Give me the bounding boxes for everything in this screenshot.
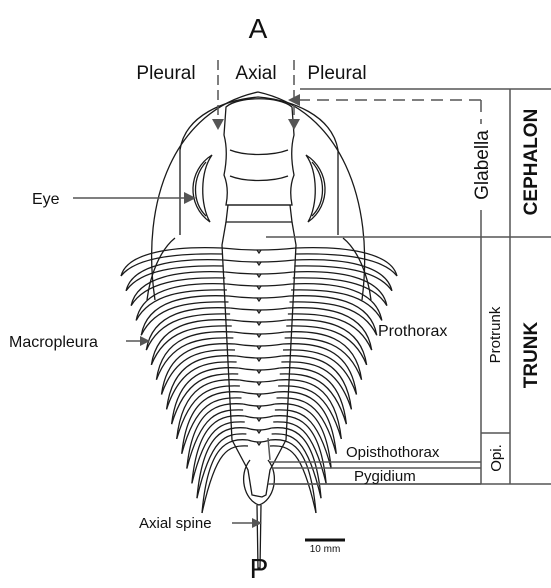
segment-line <box>224 260 295 262</box>
cephalic-shield <box>152 92 365 300</box>
segment-line <box>293 272 387 306</box>
segment-line <box>242 392 277 394</box>
segment-line <box>237 356 282 358</box>
glabellar-furrow <box>230 150 288 155</box>
macropleura-label: Macropleura <box>9 334 98 351</box>
segment-line <box>248 440 270 442</box>
axial-left-arrowhead <box>212 119 224 130</box>
segment-line <box>197 434 246 498</box>
segment-line <box>197 428 246 498</box>
cephalon-label: CEPHALON <box>521 109 542 216</box>
axial-right-arrowhead <box>288 119 300 130</box>
anterior-label: A <box>249 13 268 44</box>
axial-spine-label: Axial spine <box>139 515 212 532</box>
axial-label: Axial <box>235 63 276 84</box>
segment-line <box>245 416 274 418</box>
glabella-label: Glabella <box>472 130 493 200</box>
prothorax-label: Prothorax <box>378 323 447 340</box>
pygidium-label: Pygidium <box>354 468 416 485</box>
segment-line <box>283 350 357 395</box>
segment-line <box>230 308 288 310</box>
segment-line <box>270 440 316 513</box>
segment-line <box>243 404 275 406</box>
scale-bar-label: 10 mm <box>310 544 341 555</box>
segment-line <box>227 284 291 286</box>
opi-label: Opi. <box>488 444 505 472</box>
segment-line <box>272 434 321 498</box>
segment-line <box>202 440 248 513</box>
segment-line <box>225 272 293 274</box>
segment-line <box>222 248 296 250</box>
segment-line <box>232 320 287 322</box>
protrunk-label: Protrunk <box>487 306 504 363</box>
segment-line <box>121 254 222 276</box>
axial-lobe <box>222 222 296 497</box>
occipital-ring <box>226 205 292 222</box>
pleural-left-label: Pleural <box>136 63 195 84</box>
pleural-right-label: Pleural <box>307 63 366 84</box>
trunk-label: TRUNK <box>521 321 542 388</box>
segment-line <box>238 368 280 370</box>
segment-line <box>233 332 284 334</box>
segment-line <box>162 350 236 395</box>
tagmata-frame <box>266 89 551 484</box>
pygidium-shape <box>244 460 275 505</box>
opisthothorax-label: Opisthothorax <box>346 444 440 461</box>
segment-line <box>296 254 397 276</box>
glabellar-furrow <box>230 176 288 181</box>
opisthothorax-line <box>268 438 270 460</box>
eye-label: Eye <box>32 191 60 208</box>
segment-line <box>294 260 392 291</box>
segment-line <box>229 296 290 298</box>
segment-line <box>240 380 278 382</box>
posterior-label: P <box>250 553 269 583</box>
eye-arrowhead <box>184 192 196 204</box>
segment-line <box>126 260 224 291</box>
segment-line <box>131 272 225 306</box>
segment-line <box>272 428 321 498</box>
segment-line <box>246 428 271 430</box>
segment-line <box>235 344 283 346</box>
trilobite-body <box>121 92 397 568</box>
